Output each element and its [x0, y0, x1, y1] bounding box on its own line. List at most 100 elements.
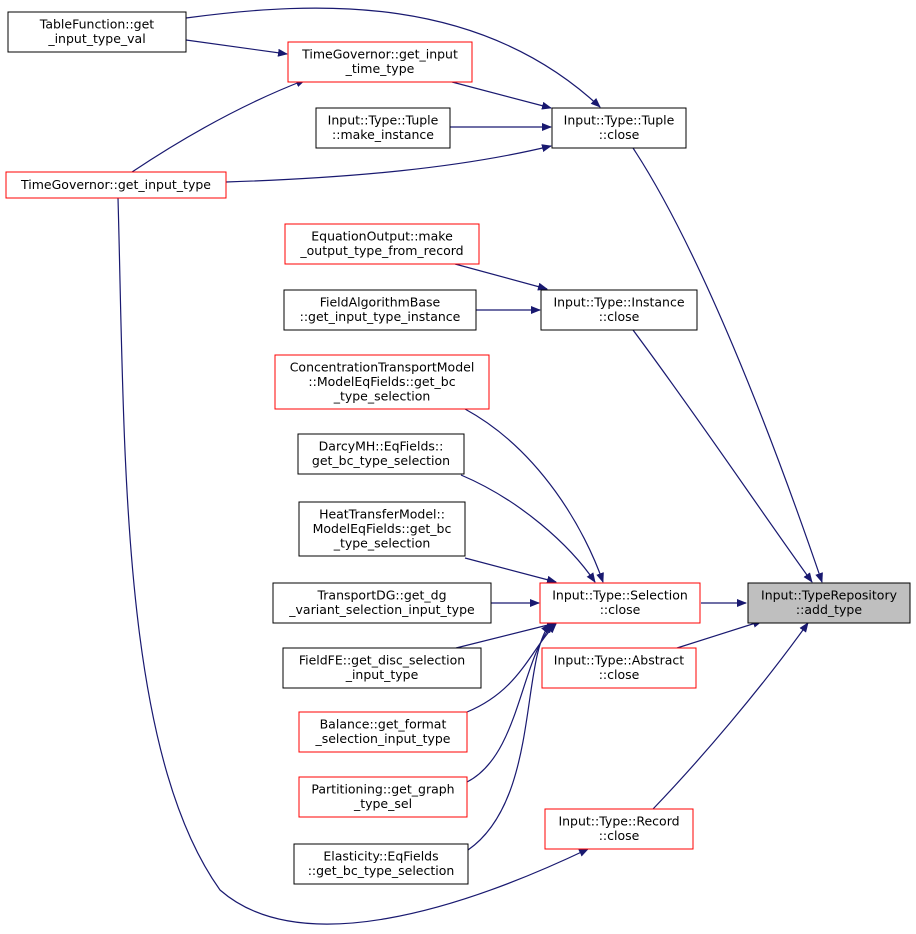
node-box [284, 223, 480, 265]
node-label-line: TransportDG::get_dg [316, 588, 446, 603]
node-label-line: DarcyMH::EqFields:: [319, 439, 444, 454]
node-label-line: FieldFE::get_disc_selection [299, 653, 465, 668]
edges-layer [117, 7, 823, 925]
node-label-line: ConcentrationTransportModel [290, 359, 475, 374]
node-label-line: _variant_selection_input_type [288, 602, 475, 617]
node-label-line: Input::Type::Selection [552, 588, 688, 603]
edge-darcy_mh-to-selection_close [460, 474, 596, 583]
edge-abstract_close-to-type_repository [676, 619, 763, 649]
node-label-line: _input_type_val [47, 31, 145, 46]
node-label-line: ::make_instance [332, 127, 434, 142]
node-label-line: Input::Type::Record [558, 814, 679, 829]
node-label-line: Input::Type::Abstract [554, 653, 684, 668]
edge-time_gov_input_type-to-time_gov_input_time_type [131, 79, 306, 173]
edge-heat_transfer-to-selection_close [464, 557, 557, 584]
node-selection_close[interactable]: Input::Type::Selection::close [539, 582, 701, 624]
edge-concentration_transport-to-selection_close [464, 408, 604, 583]
node-label-line: _output_type_from_record [299, 243, 463, 258]
node-label-line: _type_sel [353, 796, 412, 811]
node-label-line: ::close [599, 127, 640, 142]
node-label-line: Partitioning::get_graph [311, 782, 454, 797]
node-label-line: HeatTransferModel:: [319, 506, 445, 521]
node-label-line: ::ModelEqFields::get_bc [308, 374, 455, 389]
node-label-line: _time_type [345, 61, 415, 76]
node-label-line: get_bc_type_selection [312, 453, 450, 468]
node-concentration_transport[interactable]: ConcentrationTransportModel::ModelEqFiel… [274, 354, 490, 410]
node-label-line: ::close [599, 667, 640, 682]
node-equation_output[interactable]: EquationOutput::make_output_type_from_re… [284, 223, 480, 265]
node-elasticity[interactable]: Elasticity::EqFields::get_bc_type_select… [293, 843, 469, 885]
node-box [274, 354, 490, 410]
node-label-line: Elasticity::EqFields [323, 849, 438, 864]
edge-table_function-to-tuple_close [185, 7, 601, 108]
node-box [293, 843, 469, 885]
node-box [541, 647, 697, 689]
node-label-line: TimeGovernor::get_input [301, 47, 458, 62]
node-box [298, 711, 468, 753]
node-box [298, 501, 466, 557]
node-record_close[interactable]: Input::Type::Record::close [544, 808, 694, 850]
node-instance_close[interactable]: Input::Type::Instance::close [540, 289, 698, 331]
node-label-line: _selection_input_type [314, 731, 450, 746]
node-partitioning[interactable]: Partitioning::get_graph_type_sel [298, 776, 468, 818]
node-label-line: FieldAlgorithmBase [320, 295, 441, 310]
node-label-line: ::close [600, 602, 641, 617]
node-label-line: Input::Type::Tuple [564, 113, 675, 128]
node-time_gov_input_type[interactable]: TimeGovernor::get_input_type [5, 171, 227, 199]
node-label-line: Input::Type::Instance [553, 295, 684, 310]
node-box [544, 808, 694, 850]
node-table_function[interactable]: TableFunction::get_input_type_val [7, 11, 187, 53]
node-label-line: ::get_bc_type_selection [308, 863, 455, 878]
node-label-line: _type_selection [333, 535, 431, 550]
node-box [551, 107, 687, 149]
node-box [283, 289, 477, 331]
node-field_fe[interactable]: FieldFE::get_disc_selection_input_type [282, 647, 482, 689]
edge-time_gov_input_type-to-tuple_close [225, 144, 552, 183]
node-field_algorithm_base[interactable]: FieldAlgorithmBase::get_input_type_insta… [283, 289, 477, 331]
node-label-line: ModelEqFields::get_bc [313, 521, 452, 536]
node-box [297, 433, 465, 475]
node-label-line: _input_type [345, 667, 419, 682]
node-label-line: ::close [599, 309, 640, 324]
node-box [287, 41, 473, 83]
node-box [540, 289, 698, 331]
node-label-line: Input::TypeRepository [761, 588, 898, 603]
node-box [747, 582, 911, 624]
node-box [539, 582, 701, 624]
node-label-line: ::add_type [796, 602, 862, 617]
edge-time_gov_input_time_type-to-tuple_close [451, 81, 552, 110]
edge-tuple_close-to-type_repository [632, 147, 823, 583]
node-tuple_make_instance[interactable]: Input::Type::Tuple::make_instance [315, 107, 451, 149]
edge-equation_output-to-instance_close [454, 263, 548, 291]
node-label-line: Balance::get_format [320, 717, 447, 732]
node-label-line: TableFunction::get [39, 17, 155, 32]
node-label-line: EquationOutput::make [311, 229, 453, 244]
node-label-line: ::close [599, 828, 640, 843]
node-label-line: _type_selection [333, 388, 431, 403]
node-box [272, 582, 492, 624]
node-label-line: TimeGovernor::get_input_type [20, 177, 211, 192]
edge-table_function-to-time_gov_input_time_type [185, 39, 288, 57]
edge-time_gov_input_type-to-record_close [117, 197, 589, 925]
node-darcy_mh[interactable]: DarcyMH::EqFields::get_bc_type_selection [297, 433, 465, 475]
node-box [5, 171, 227, 199]
node-label-line: ::get_input_type_instance [300, 309, 461, 324]
node-box [315, 107, 451, 149]
node-tuple_close[interactable]: Input::Type::Tuple::close [551, 107, 687, 149]
node-box [282, 647, 482, 689]
edge-field_fe-to-selection_close [455, 621, 557, 649]
node-box [298, 776, 468, 818]
node-type_repository[interactable]: Input::TypeRepository::add_type [747, 582, 911, 624]
node-balance[interactable]: Balance::get_format_selection_input_type [298, 711, 468, 753]
node-abstract_close[interactable]: Input::Type::Abstract::close [541, 647, 697, 689]
edge-instance_close-to-type_repository [632, 329, 813, 583]
node-transport_dg[interactable]: TransportDG::get_dg_variant_selection_in… [272, 582, 492, 624]
nodes-layer: TableFunction::get_input_type_valTimeGov… [5, 11, 911, 885]
node-heat_transfer[interactable]: HeatTransferModel::ModelEqFields::get_bc… [298, 501, 466, 557]
node-box [7, 11, 187, 53]
edge-record_close-to-type_repository [652, 622, 809, 810]
node-label-line: Input::Type::Tuple [328, 113, 439, 128]
edge-elasticity-to-selection_close [467, 623, 551, 851]
node-time_gov_input_time_type[interactable]: TimeGovernor::get_input_time_type [287, 41, 473, 83]
